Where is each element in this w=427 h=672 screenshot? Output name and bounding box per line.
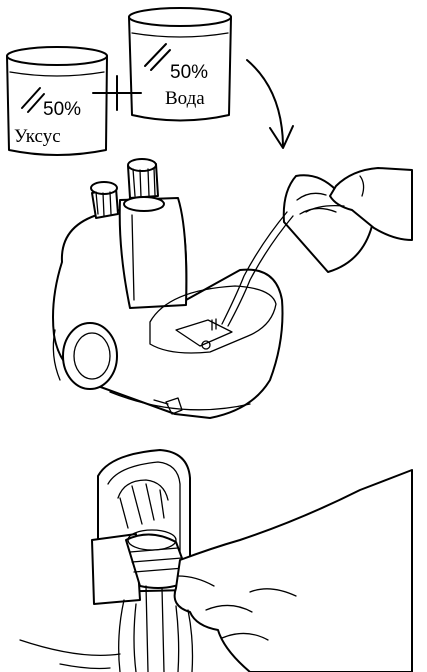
vinegar-label: Уксус	[14, 126, 61, 147]
plus-icon	[93, 76, 141, 110]
glass-shine-mark	[145, 44, 170, 70]
vinegar-cup: 50% Уксус	[7, 47, 107, 155]
curved-arrow-icon	[247, 60, 293, 148]
glass-shine-mark	[22, 88, 44, 112]
steamer-unit	[53, 159, 283, 418]
tap-rinsing-scene	[20, 450, 412, 672]
water-label: Вода	[165, 88, 205, 109]
water-percent: 50%	[170, 62, 208, 83]
water-cup: 50% Вода	[129, 8, 231, 121]
vinegar-percent: 50%	[43, 99, 81, 120]
